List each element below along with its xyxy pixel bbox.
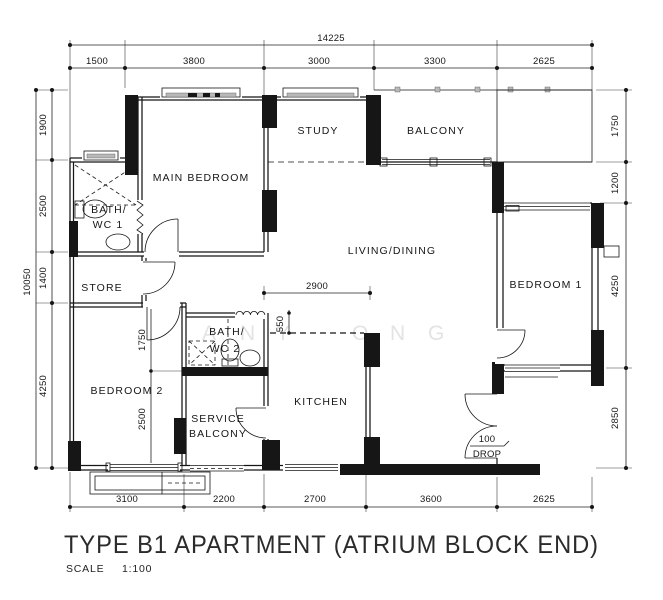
room-label-service-balcony-line1: SERVICE — [191, 413, 245, 425]
dim-top-5: 2625 — [533, 56, 555, 67]
dim-kitchen-offset: 550 — [275, 316, 286, 332]
dim-left-1: 1900 — [38, 114, 49, 136]
room-label-balcony: BALCONY — [407, 125, 465, 137]
title-block: TYPE B1 APARTMENT (ATRIUM BLOCK END) SCA… — [64, 531, 599, 575]
drop-note: 100 DROP — [470, 434, 510, 460]
dim-top-3: 3000 — [308, 56, 330, 67]
dim-top-4: 3300 — [424, 56, 446, 67]
structural-columns — [68, 95, 604, 471]
dim-right-4: 2850 — [610, 407, 621, 429]
dim-bottom-5: 2625 — [533, 494, 555, 505]
room-label-bedroom-1: BEDROOM 1 — [510, 279, 583, 291]
dim-left-4: 4250 — [38, 375, 49, 397]
scale-label: SCALE — [66, 563, 104, 575]
doors — [136, 200, 526, 459]
dim-left-2: 2500 — [38, 195, 49, 217]
room-label-store: STORE — [81, 282, 122, 294]
dim-total-width: 14225 — [317, 33, 344, 44]
room-label-bedroom-2: BEDROOM 2 — [91, 385, 164, 397]
dim-right-2: 1200 — [610, 172, 621, 194]
room-label-main-bedroom: MAIN BEDROOM — [153, 172, 250, 184]
watermark-letter: G — [428, 322, 446, 345]
room-label-bath-wc2-line1: BATH/ — [209, 326, 245, 338]
drawing-title: TYPE B1 APARTMENT (ATRIUM BLOCK END) — [64, 531, 599, 559]
dim-top-2: 3800 — [183, 56, 205, 67]
watermark-letter: A — [202, 322, 218, 345]
drop-value: 100 — [479, 434, 495, 445]
dim-bottom-2: 2200 — [213, 494, 235, 505]
dim-top-1: 1500 — [86, 56, 108, 67]
room-label-bath-wc2-line2: WC 2 — [210, 343, 241, 355]
scale-value: 1:100 — [122, 563, 152, 575]
dim-total-height: 10050 — [22, 268, 33, 295]
room-label-bath-wc1-line1: BATH/ — [91, 204, 127, 216]
watermark-letter: N — [390, 322, 407, 345]
room-label-kitchen: KITCHEN — [294, 396, 348, 408]
dim-left-3: 1400 — [38, 267, 49, 289]
dim-bottom-4: 3600 — [420, 494, 442, 505]
dim-kitchen-width: 2900 — [306, 281, 328, 292]
dim-bottom-1: 3100 — [116, 494, 138, 505]
room-label-bath-wc1-line2: WC 1 — [93, 219, 124, 231]
fixtures — [74, 164, 261, 495]
dim-bottom-3: 2700 — [304, 494, 326, 505]
dim-bedroom2-lower: 2500 — [137, 408, 148, 430]
dim-right-1: 1750 — [610, 115, 621, 137]
room-label-living-dining: LIVING/DINING — [348, 245, 436, 257]
dim-bedroom2-upper: 1750 — [137, 329, 148, 351]
dimension-chains: 14225 1500 3800 3000 3300 2625 10050 190… — [22, 33, 628, 509]
room-label-service-balcony-line2: BALCONY — [189, 428, 247, 440]
room-label-study: STUDY — [297, 125, 338, 137]
room-labels: MAIN BEDROOM STUDY BALCONY BATH/ WC 1 ST… — [81, 125, 583, 440]
dim-right-3: 4250 — [610, 275, 621, 297]
watermark-letter: N — [240, 322, 257, 345]
drop-label: DROP — [473, 449, 501, 460]
windows — [82, 86, 620, 472]
